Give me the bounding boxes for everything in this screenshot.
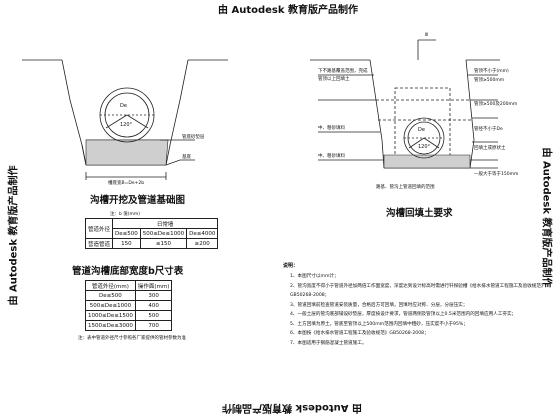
table-cell: 1000≤De≤1500 xyxy=(85,310,136,321)
notes-heading: 说明： xyxy=(283,263,299,269)
table-row: De≤500 300 xyxy=(85,290,173,301)
right-trench xyxy=(310,39,500,169)
working-face-table: 管道外径(mm) 操作面(mm) De≤500 300 500≤De≤1000 … xyxy=(85,280,173,331)
table-cell: 1500≤De≤3000 xyxy=(85,320,136,331)
right-label-right-3: 管径不小于De xyxy=(474,127,503,132)
b-table-cell: ≤150 xyxy=(139,238,188,249)
note-item: 5、土方回填为原土，管底至管顶以上500mm范围内回填中粗砂，压实度不小于95%… xyxy=(290,321,468,327)
b-table-header-col: 管道外径 xyxy=(84,218,114,239)
left-bedding-fill xyxy=(85,139,169,166)
left-callout-bedding: 管底砂垫层 xyxy=(182,135,205,140)
right-label-left-2: 中、粗砂填料 xyxy=(318,126,345,131)
table-row: 1500≤De≤3000 700 xyxy=(85,320,173,331)
right-label-left-3: 中、粗砂填料 xyxy=(318,154,345,159)
b-table-cell: De≤4000 xyxy=(186,228,219,239)
notes-list: 1、本图尺寸以mm计； 2、管沟宽度不得小于管道外径加两倍工作面宽度，深度达到设… xyxy=(290,272,548,348)
b-table-cell: De≤500 xyxy=(112,228,141,239)
note-item: 4、一般土层的管沟底部铺设砂垫层，厚度按设计要求，管道两侧及管顶以上0.5米范围… xyxy=(290,312,517,317)
right-top-label: Ⅲ xyxy=(425,33,429,38)
right-bottom-note: 路基、管沟上管道回填的范围 xyxy=(376,185,435,190)
right-label-right-2: 管顶≥500及200mm xyxy=(474,102,518,107)
table-cell: 700 xyxy=(134,320,173,331)
right-label-left-0: 下不路基覆盖范围，完成 xyxy=(318,69,368,74)
b-value-table: 管道外径 日常墙 De≤500 500≤De≤1000 De≤4000 营造管道… xyxy=(84,218,219,249)
note-item: 6、本图按《给水排水管道工程施工及验收规范》GB50268-2008； xyxy=(290,331,429,336)
note-item: 2、管沟宽度不得小于管道外径加两倍工作面宽度，深度达到设计标高时需进行钎探验槽《… xyxy=(290,283,546,299)
table-row: 1000≤De≤1500 500 xyxy=(85,310,173,321)
b-table-cell: 500≤De≤1000 xyxy=(139,228,188,239)
b-table-cell: ≥200 xyxy=(186,238,219,249)
b-table-header-top: 日常墙 xyxy=(112,218,219,229)
right-label-right-1: 管顶≥500mm xyxy=(474,78,505,83)
right-label-right-4: 回填土或原状土 xyxy=(474,146,506,151)
right-bedding-fill xyxy=(383,154,471,169)
right-label-right-0: 管顶不小于(mm) xyxy=(474,69,509,74)
table-cell: 300 xyxy=(134,290,173,301)
lower-table-note: 注：表中管道外径尺寸参照各厂家提供的管材参数为准 xyxy=(78,336,186,341)
right-label-right-5: 一般大于等于150mm xyxy=(474,172,519,177)
left-callout-base: 基底 xyxy=(182,155,191,160)
table-cell: De≤500 xyxy=(85,290,136,301)
right-pipe xyxy=(403,117,445,159)
left-pipe-label: De xyxy=(120,103,127,109)
watermark-top: 由 Autodesk 教育版产品制作 xyxy=(218,5,359,16)
lower-table-title: 管道沟槽底部宽度b尺寸表 xyxy=(72,266,184,277)
b-table-row-label: 营造管道 xyxy=(84,238,114,249)
note-item: 1、本图尺寸以mm计； xyxy=(290,274,339,279)
lower-table-header: 管道外径(mm) xyxy=(85,280,136,291)
note-item: 7、本图适用于钢筋混凝土管道施工。 xyxy=(290,340,367,346)
note-item: 3、管道回填前检查管道安装质量，合格后方可回填，回填时应对称、分层，分层压实； xyxy=(290,302,468,308)
left-diagram-title: 沟槽开挖及管道基础图 xyxy=(90,195,186,206)
left-unit-note: 注：b 值(mm) xyxy=(110,212,141,217)
left-width-label: 槽底宽B=De+2b xyxy=(108,181,145,186)
lower-table-header: 操作面(mm) xyxy=(134,280,173,291)
right-label-left-1: 管顶以上回填土 xyxy=(318,77,350,82)
table-row: 500≤De≤1000 400 xyxy=(85,300,173,311)
table-cell: 400 xyxy=(134,300,173,311)
left-angle-label: 120° xyxy=(120,122,133,128)
table-cell: 500 xyxy=(134,310,173,321)
right-diagram-title: 沟槽回填土要求 xyxy=(386,208,453,219)
left-pipe xyxy=(85,87,195,180)
right-angle-label: 120° xyxy=(418,144,431,150)
right-pipe-label: De xyxy=(418,127,425,133)
b-table-cell: 150 xyxy=(112,238,141,249)
table-cell: 500≤De≤1000 xyxy=(85,300,136,311)
